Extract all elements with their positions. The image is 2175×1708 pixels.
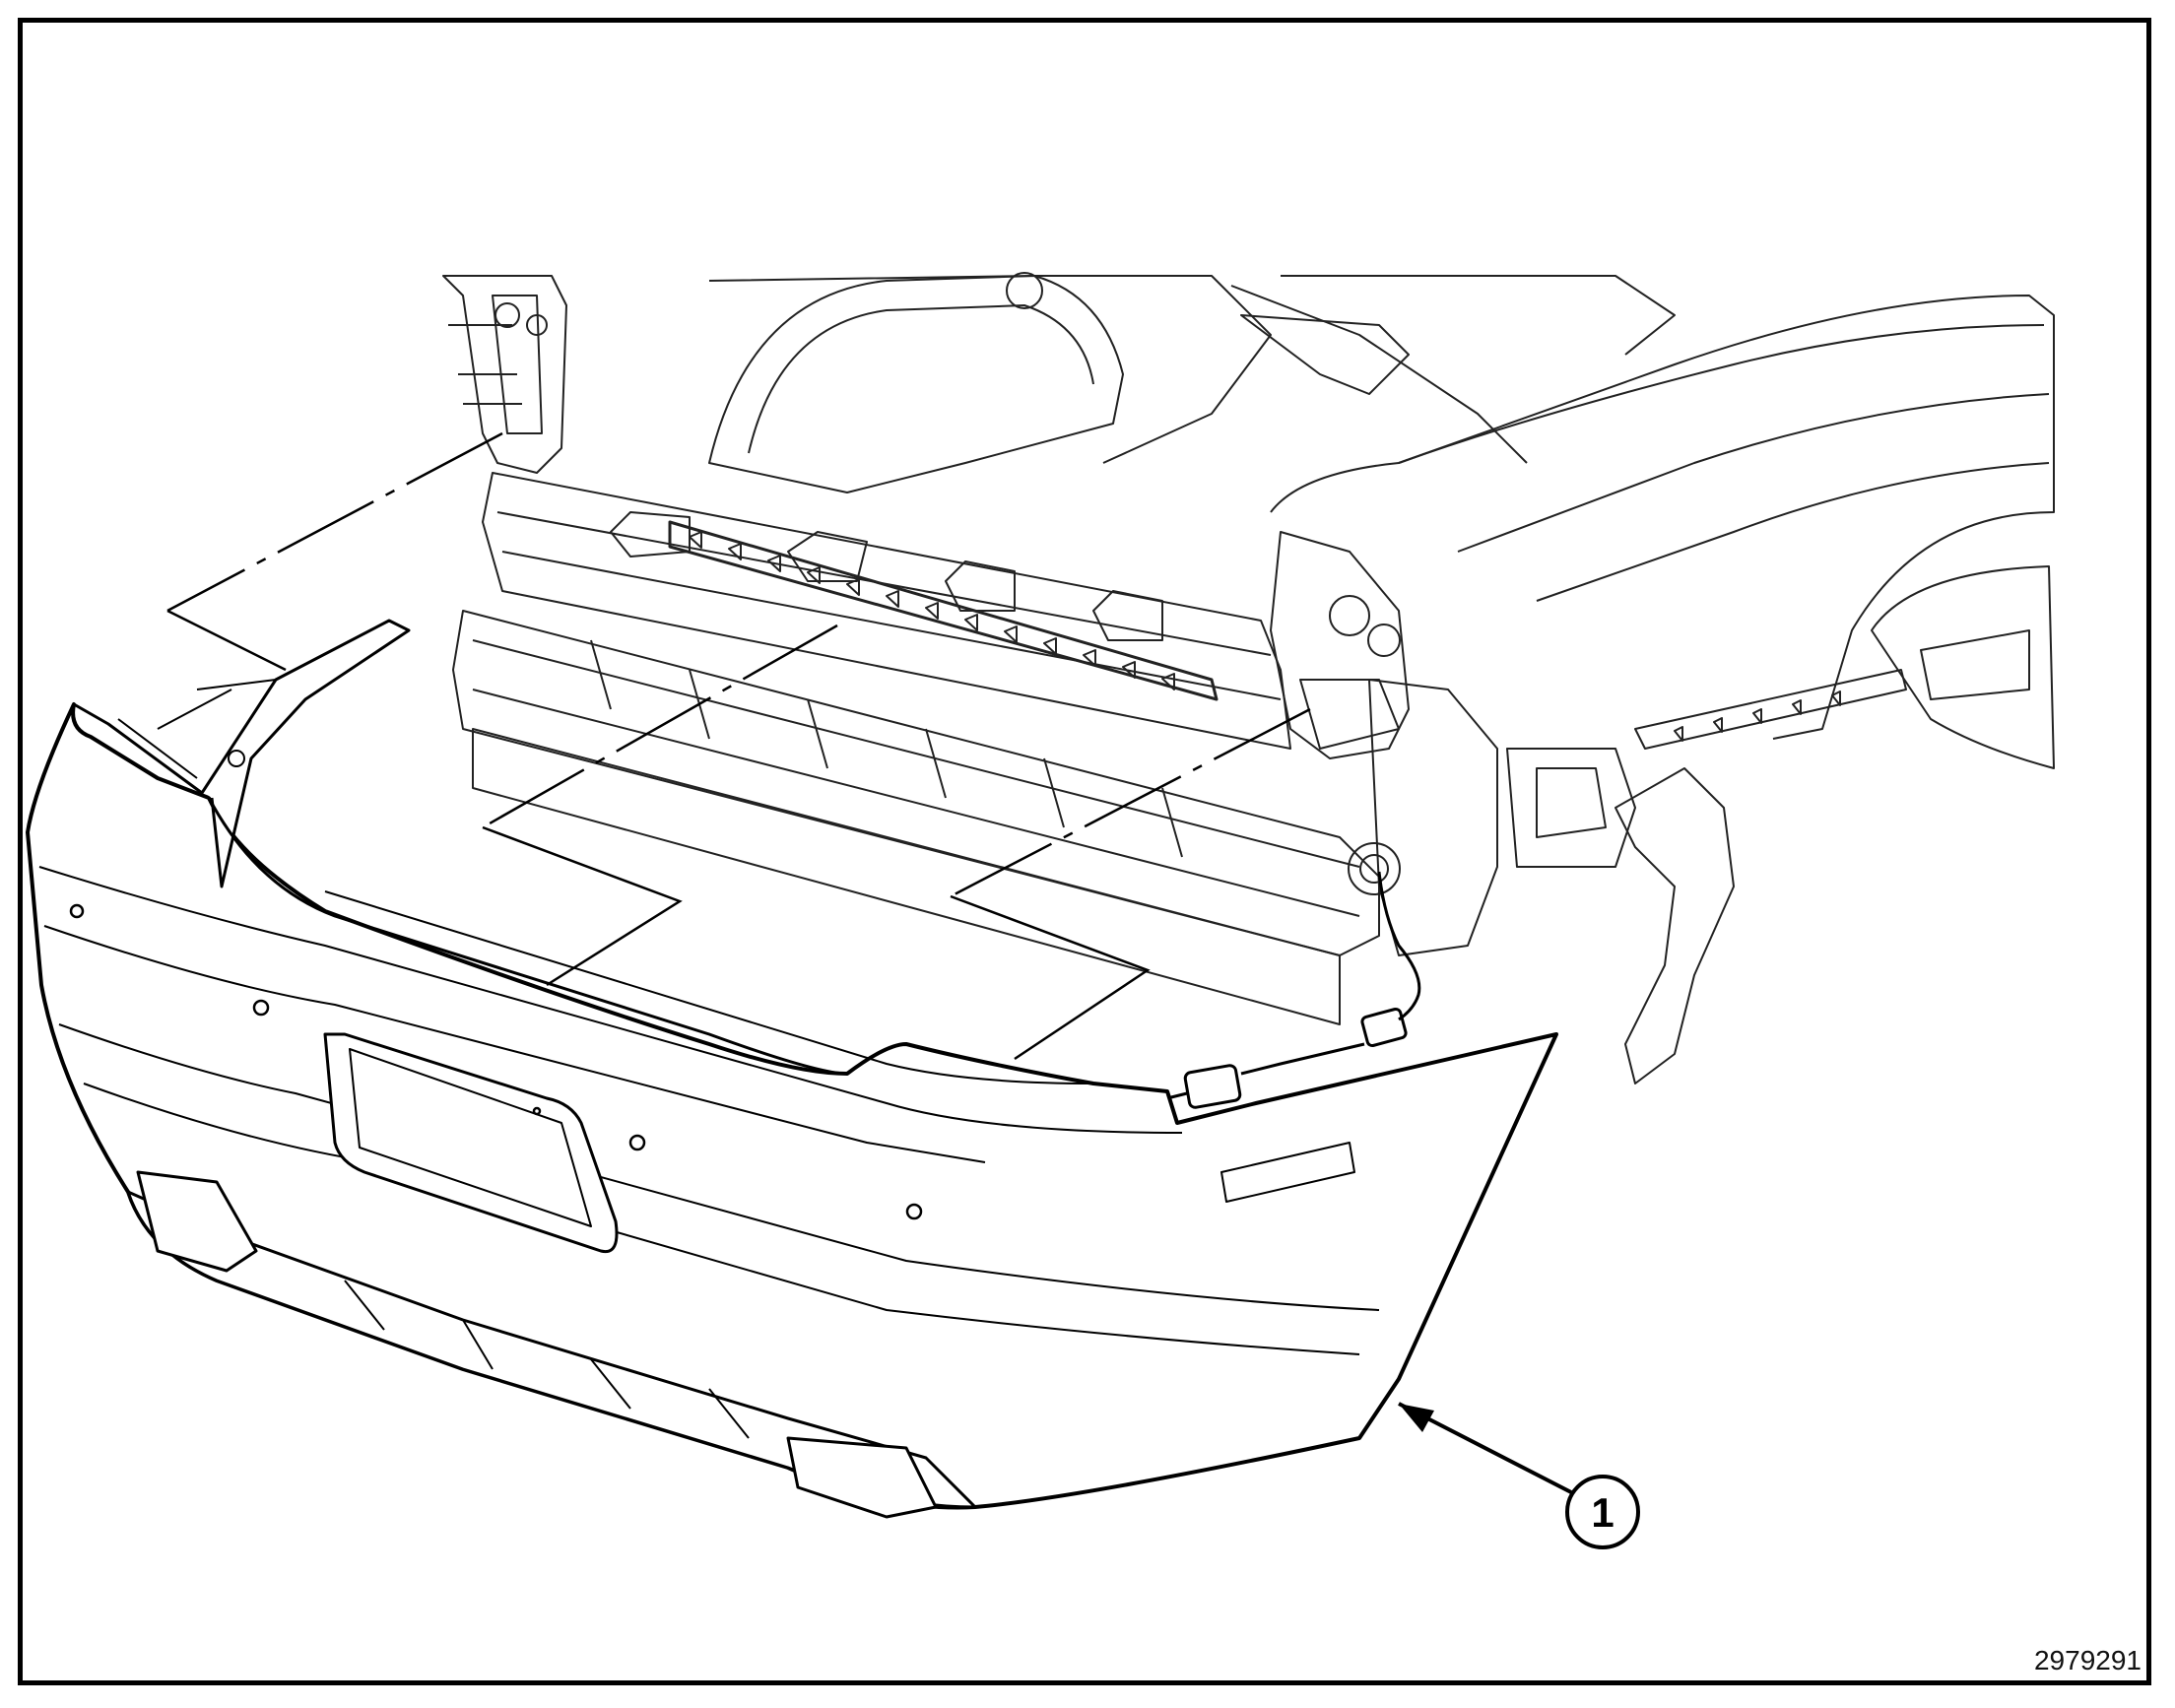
figure-id: 2979291 bbox=[2033, 1645, 2142, 1675]
callout-arrowhead-icon bbox=[1399, 1404, 1434, 1432]
rear-bumper-fascia bbox=[26, 619, 1558, 1519]
callout-1: 1 bbox=[1398, 1402, 1640, 1549]
parking-sensor-wiring bbox=[1166, 871, 1421, 1109]
park-assist-sensor-holes bbox=[69, 903, 923, 1220]
vehicle-body bbox=[442, 272, 2055, 1084]
callout-number: 1 bbox=[1591, 1489, 1614, 1536]
figure-frame bbox=[18, 18, 2151, 1685]
alignment-leader-lines bbox=[166, 431, 1311, 1061]
